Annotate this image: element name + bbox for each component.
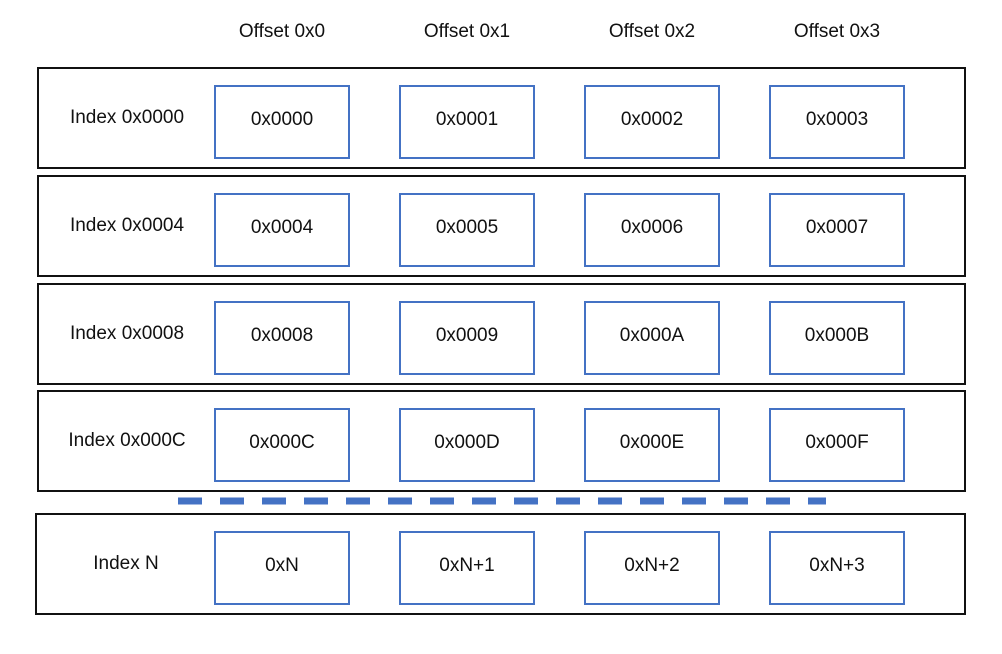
memory-cell: 0x0006 [584,193,720,267]
column-header-offset-1: Offset 0x1 [423,21,511,42]
memory-row-n: Index N 0xN 0xN+1 0xN+2 0xN+3 [35,513,966,615]
memory-cell: 0x0008 [214,301,350,375]
memory-cell: 0x0000 [214,85,350,159]
column-header-offset-2: Offset 0x2 [608,21,696,42]
memory-cell: 0xN [214,531,350,605]
memory-cell: 0x0004 [214,193,350,267]
memory-cell: 0x000E [584,408,720,482]
row-index-label: Index 0x0000 [69,107,185,128]
memory-cell: 0x000C [214,408,350,482]
memory-cell: 0x0002 [584,85,720,159]
column-header-offset-3: Offset 0x3 [793,21,881,42]
memory-row: Index 0x0000 0x0000 0x0001 0x0002 0x0003 [37,67,966,169]
memory-cell: 0x000D [399,408,535,482]
row-index-label: Index N [93,553,159,574]
memory-cell: 0xN+3 [769,531,905,605]
memory-cell: 0x0003 [769,85,905,159]
memory-cell: 0x0001 [399,85,535,159]
memory-cell: 0x0007 [769,193,905,267]
memory-cell: 0x000B [769,301,905,375]
row-index-label: Index 0x0008 [69,323,185,344]
row-index-label: Index 0x000C [68,430,186,451]
memory-cell: 0x000F [769,408,905,482]
memory-cell: 0x0009 [399,301,535,375]
memory-cell: 0x000A [584,301,720,375]
memory-row: Index 0x0004 0x0004 0x0005 0x0006 0x0007 [37,175,966,277]
column-header-offset-0: Offset 0x0 [238,21,326,42]
memory-cell: 0xN+2 [584,531,720,605]
ellipsis-dashed-separator [178,497,826,505]
row-index-label: Index 0x0004 [69,215,185,236]
memory-cell: 0xN+1 [399,531,535,605]
memory-cell: 0x0005 [399,193,535,267]
memory-row: Index 0x0008 0x0008 0x0009 0x000A 0x000B [37,283,966,385]
memory-row: Index 0x000C 0x000C 0x000D 0x000E 0x000F [37,390,966,492]
